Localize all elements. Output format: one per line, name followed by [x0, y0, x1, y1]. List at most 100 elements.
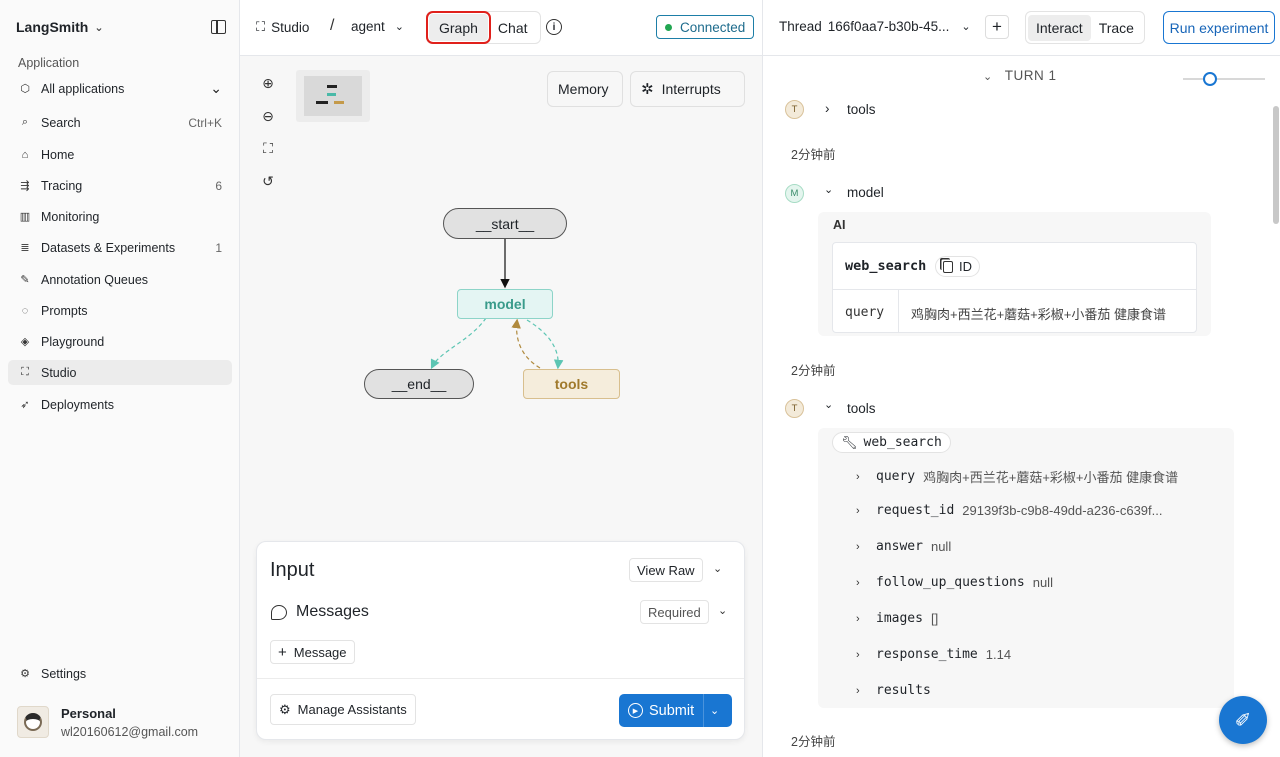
- sidebar-item-all-applications[interactable]: ⬡ All applications ⌄: [8, 76, 232, 101]
- timestamp: 2分钟前: [791, 364, 836, 378]
- chevron-down-icon[interactable]: ⌄: [713, 563, 723, 575]
- connection-status: Connected: [656, 15, 755, 39]
- breadcrumb-studio[interactable]: ⛶ Studio: [256, 19, 310, 35]
- run-experiment-button[interactable]: Run experiment: [1163, 11, 1275, 44]
- tab-interact[interactable]: Interact: [1028, 14, 1091, 41]
- gear-icon: ⚙: [279, 701, 291, 717]
- sidebar-item-annotation-queues[interactable]: ✎ Annotation Queues: [8, 267, 232, 292]
- feather-icon: ✐: [1234, 709, 1252, 732]
- sidebar-item-search[interactable]: ⌕ Search Ctrl+K: [8, 110, 232, 135]
- home-icon: ⌂: [21, 148, 29, 161]
- chevron-right-icon: ›: [856, 540, 860, 553]
- field-results[interactable]: › results: [856, 683, 931, 698]
- sidebar-item-studio[interactable]: ⛶ Studio: [8, 360, 232, 385]
- field-answer[interactable]: › answer null: [856, 539, 952, 554]
- chevron-down-icon[interactable]: ⌄: [824, 399, 834, 411]
- manage-assistants-button[interactable]: ⚙ Manage Assistants: [270, 694, 416, 725]
- model-step-label[interactable]: model: [847, 185, 884, 200]
- new-thread-button[interactable]: +: [985, 15, 1009, 39]
- breadcrumb-separator: /: [330, 17, 335, 34]
- scrollbar[interactable]: [1273, 106, 1279, 224]
- turn-slider-track[interactable]: [1183, 78, 1265, 80]
- bug-icon: ✲: [641, 81, 654, 98]
- chevron-down-icon[interactable]: ⌄: [824, 184, 834, 196]
- sidebar: LangSmith ⌄ Application ⬡ All applicatio…: [0, 0, 240, 757]
- plus-icon: +: [278, 643, 287, 661]
- chevron-right-icon: ›: [856, 612, 860, 625]
- chevron-down-icon[interactable]: ⌄: [718, 605, 728, 617]
- mode-toggle: Interact Trace: [1025, 11, 1145, 44]
- field-query[interactable]: › query 鸡胸肉+西兰花+蘑菇+彩椒+小番茄 健康食谱: [856, 469, 1179, 485]
- field-images[interactable]: › images []: [856, 611, 939, 626]
- submit-button[interactable]: ▶ Submit ⌄: [619, 694, 732, 727]
- zoom-in-icon[interactable]: ⊕: [262, 74, 274, 91]
- node-start[interactable]: __start__: [443, 208, 567, 239]
- sidebar-item-deployments[interactable]: ➶ Deployments: [8, 392, 232, 417]
- tools-badge: T: [785, 100, 804, 119]
- chevron-right-icon: ›: [856, 470, 860, 483]
- user-profile[interactable]: Personal wl20160612@gmail.com: [17, 706, 198, 739]
- node-end[interactable]: __end__: [364, 369, 474, 399]
- tools-step-label[interactable]: tools: [847, 401, 876, 416]
- tracing-icon: ⇶: [20, 180, 30, 192]
- required-badge: Required: [640, 600, 709, 624]
- cube-icon: ⬡: [20, 83, 30, 95]
- node-tools[interactable]: tools: [523, 369, 620, 399]
- rocket-icon: ➶: [20, 399, 30, 411]
- field-request-id[interactable]: › request_id 29139f3b-c9b8-49dd-a236-c63…: [856, 503, 1163, 518]
- arg-value: 鸡胸肉+西兰花+蘑菇+彩椒+小番茄 健康食谱: [911, 307, 1166, 322]
- tool-result-name: 🔧︎ web_search: [832, 432, 951, 453]
- database-icon: ≣: [20, 242, 30, 254]
- zoom-out-icon[interactable]: ⊖: [262, 107, 274, 124]
- sidebar-item-playground[interactable]: ◈ Playground: [8, 329, 232, 354]
- minimap[interactable]: [296, 70, 370, 122]
- gear-icon: ⚙: [20, 668, 30, 680]
- org-switcher[interactable]: LangSmith ⌄: [16, 19, 104, 35]
- arg-key: query: [845, 305, 885, 320]
- search-icon: ⌕: [21, 116, 29, 128]
- edge-model-end: [430, 317, 487, 370]
- count-badge: 1: [215, 240, 222, 255]
- count-badge: 6: [215, 178, 222, 193]
- edge-model-tools: [526, 319, 564, 370]
- tab-chat[interactable]: Chat: [497, 19, 528, 36]
- sidebar-item-monitoring[interactable]: ▥ Monitoring: [19, 209, 100, 224]
- sidebar-toggle-icon[interactable]: [211, 20, 226, 34]
- wrench-icon: 🔧︎: [841, 434, 858, 450]
- turn-slider-knob[interactable]: [1203, 72, 1217, 86]
- field-follow-up-questions[interactable]: › follow_up_questions null: [856, 575, 1053, 590]
- reset-icon[interactable]: ↺: [262, 172, 274, 189]
- assistant-fab-button[interactable]: ✐: [1219, 696, 1267, 744]
- interrupts-button[interactable]: ✲ Interrupts: [630, 71, 745, 107]
- add-message-button[interactable]: + Message: [270, 640, 355, 664]
- sidebar-item-datasets[interactable]: ≣ Datasets & Experiments 1: [8, 235, 232, 260]
- tools-badge: T: [785, 399, 804, 418]
- tab-trace[interactable]: Trace: [1098, 19, 1134, 36]
- chevron-down-icon[interactable]: ⌄: [710, 705, 720, 717]
- tools-step-label[interactable]: tools: [847, 102, 876, 117]
- sidebar-item-settings[interactable]: ⚙ Settings: [8, 661, 232, 686]
- info-icon[interactable]: i: [546, 19, 562, 35]
- turn-header[interactable]: ⌄ TURN 1: [983, 68, 1057, 83]
- copy-id-button[interactable]: ID: [935, 256, 980, 277]
- sidebar-item-home[interactable]: ⌂ Home: [8, 142, 232, 167]
- graph-selector[interactable]: agent ⌄: [351, 19, 405, 34]
- tab-graph[interactable]: Graph: [426, 11, 491, 44]
- sidebar-item-tracing[interactable]: ⇶ Tracing 6: [8, 173, 232, 198]
- node-model[interactable]: model: [457, 289, 553, 319]
- messages-section: Messages: [271, 603, 369, 621]
- ai-label: AI: [833, 218, 846, 232]
- memory-button[interactable]: Memory: [547, 71, 623, 107]
- thread-selector[interactable]: Thread 166f0aa7-b30b-45... ⌄: [779, 19, 971, 34]
- chevron-right-icon[interactable]: ›: [825, 101, 830, 116]
- chevron-right-icon: ›: [856, 684, 860, 697]
- view-raw-button[interactable]: View Raw: [629, 558, 703, 582]
- field-response-time[interactable]: › response_time 1.14: [856, 647, 1012, 662]
- brand-name: LangSmith: [16, 19, 89, 35]
- tool-call-card: web_search ID query 鸡胸肉+西兰花+蘑菇+彩椒+小番茄 健康…: [832, 242, 1197, 333]
- fit-view-icon[interactable]: ⛶: [263, 139, 273, 156]
- sidebar-item-prompts[interactable]: ◌ Prompts: [8, 298, 232, 323]
- user-email: wl20160612@gmail.com: [61, 725, 199, 739]
- edge-tools-model: [511, 318, 541, 369]
- play-icon: ▶: [628, 703, 643, 718]
